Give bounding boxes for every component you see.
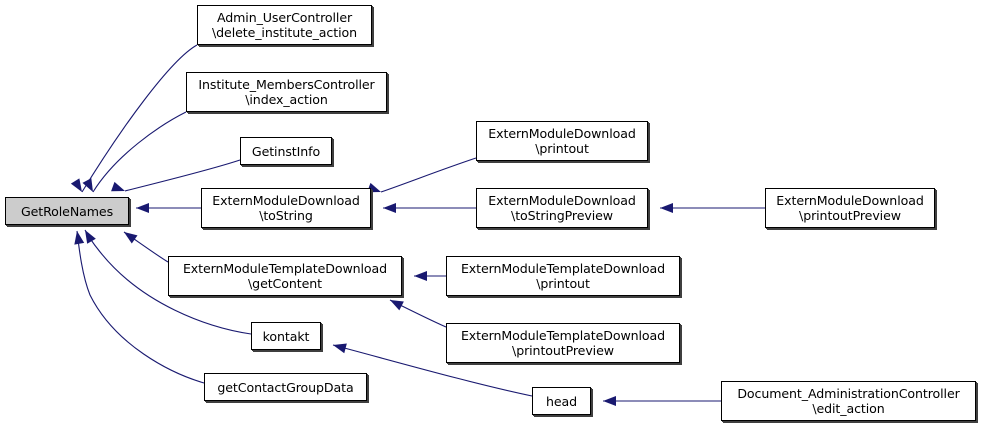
graph-node-label: getContactGroupData xyxy=(217,379,354,395)
edge-externmoduledownload_printout-to-externmoduledownload_tostring xyxy=(380,157,477,193)
graph-node-externmoduletemplatedownload_getcontent[interactable]: ExternModuleTemplateDownload \getContent xyxy=(168,256,402,296)
graph-node-getcontactgroupdata[interactable]: getContactGroupData xyxy=(204,373,367,401)
graph-node-label: GetRoleNames xyxy=(20,203,114,219)
graph-node-document_administrationcontroller_edit_action[interactable]: Document_AdministrationController \edit_… xyxy=(721,381,976,421)
arrowhead xyxy=(383,203,396,213)
edge-head-to-kontakt xyxy=(332,344,533,397)
graph-node-externmoduletemplatedownload_printoutpreview[interactable]: ExternModuleTemplateDownload \printoutPr… xyxy=(446,323,680,363)
arrowhead xyxy=(82,178,93,192)
edge-admin_usercontroller_delete_institute_action-to-getrolenames xyxy=(81,44,198,193)
arrowhead xyxy=(111,181,125,192)
graph-node-kontakt[interactable]: kontakt xyxy=(251,322,321,350)
arrowhead xyxy=(124,232,138,244)
graph-node-externmoduledownload_printout[interactable]: ExternModuleDownload \printout xyxy=(476,121,648,161)
graph-node-externmoduledownload_tostringpreview[interactable]: ExternModuleDownload \toStringPreview xyxy=(476,188,648,228)
graph-node-label: Admin_UserController \delete_institute_a… xyxy=(212,10,357,40)
edge-institute_memberscontroller_index_action-to-getrolenames xyxy=(92,111,187,193)
graph-node-label: ExternModuleTemplateDownload \printoutPr… xyxy=(460,328,666,358)
arrowhead xyxy=(603,396,616,406)
graph-node-label: ExternModuleDownload \printoutPreview xyxy=(776,193,924,223)
edge-getinstinfo-to-getrolenames xyxy=(124,159,241,192)
edge-getcontactgroupdata-to-getrolenames xyxy=(76,230,205,384)
graph-node-label: head xyxy=(545,393,578,409)
graph-node-label: GetinstInfo xyxy=(251,143,321,159)
graph-node-institute_memberscontroller_index_action[interactable]: Institute_MembersController \index_actio… xyxy=(186,72,387,112)
edges-group xyxy=(76,44,765,402)
graph-node-admin_usercontroller_delete_institute_action[interactable]: Admin_UserController \delete_institute_a… xyxy=(197,5,372,45)
graph-node-externmoduledownload_tostring[interactable]: ExternModuleDownload \toString xyxy=(201,188,371,228)
graph-node-label: ExternModuleTemplateDownload \printout xyxy=(460,261,666,291)
graph-node-getinstinfo[interactable]: GetinstInfo xyxy=(240,137,332,165)
graph-node-externmoduletemplatedownload_printout[interactable]: ExternModuleTemplateDownload \printout xyxy=(446,256,680,296)
arrowhead xyxy=(136,203,149,213)
graph-node-head[interactable]: head xyxy=(532,387,591,415)
arrowhead xyxy=(333,343,347,354)
graph-node-label: ExternModuleDownload \toStringPreview xyxy=(488,193,636,223)
graph-node-label: Document_AdministrationController \edit_… xyxy=(737,386,960,416)
arrowhead xyxy=(414,271,427,281)
arrowhead xyxy=(74,231,85,245)
graph-node-getrolenames: GetRoleNames xyxy=(5,197,129,225)
graph-node-label: Institute_MembersController \index_actio… xyxy=(198,77,375,107)
arrowhead xyxy=(660,203,673,213)
arrowhead xyxy=(390,300,404,311)
arrowhead xyxy=(85,230,96,244)
arrowheads-group xyxy=(70,178,673,406)
arrowhead xyxy=(70,178,82,192)
graph-node-label: ExternModuleTemplateDownload \getContent xyxy=(182,261,388,291)
graph-node-label: ExternModuleDownload \toString xyxy=(212,193,360,223)
graph-node-label: kontakt xyxy=(262,328,310,344)
graph-node-externmoduledownload_printoutpreview[interactable]: ExternModuleDownload \printoutPreview xyxy=(765,188,935,228)
graph-node-label: ExternModuleDownload \printout xyxy=(488,126,636,156)
